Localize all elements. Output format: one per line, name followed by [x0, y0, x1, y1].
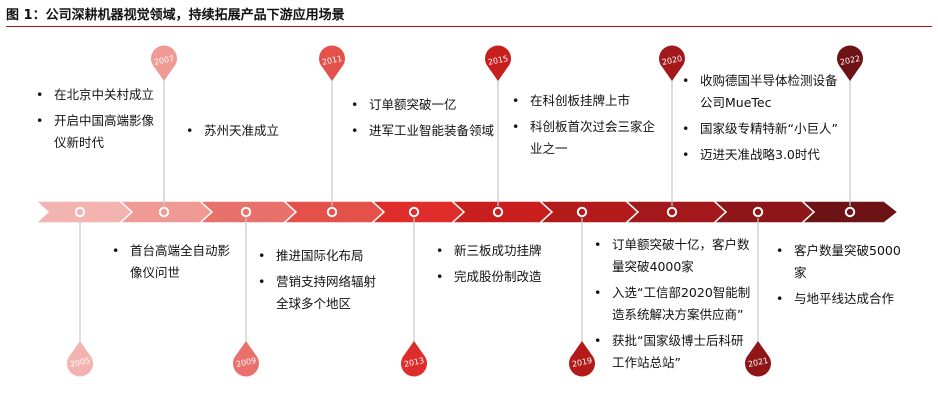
- note-2021: 客户数量突破5000家 与地平线达成合作: [776, 240, 906, 314]
- note-2022: 收购德国半导体检测设备公司MueTec 国家级专精特新“小巨人” 迈进天准战略3…: [682, 70, 842, 170]
- year-label-2007: 2007: [153, 54, 175, 67]
- timeline-dot-2021: [752, 206, 764, 218]
- timeline-dot-2013: [408, 206, 420, 218]
- note-2005-item-1: 首台高端全自动影像仪问世: [112, 240, 232, 284]
- timeline-arrow-segment: [538, 200, 640, 224]
- year-label-2013: 2013: [403, 356, 425, 369]
- note-2011: 苏州天准成立: [186, 120, 326, 146]
- note-2022-item-2: 国家级专精特新“小巨人”: [682, 118, 842, 140]
- note-2019-item-1: 订单额突破十亿，客户数量突破4000家: [594, 234, 754, 278]
- year-pin-2022: [837, 45, 864, 81]
- note-2013-item-2: 完成股份制改造: [436, 266, 566, 288]
- note-2011-item-1: 苏州天准成立: [186, 120, 326, 142]
- timeline-dot-2009: [240, 206, 252, 218]
- note-2015-item-1: 订单额突破一亿: [351, 94, 501, 116]
- note-2019-item-2: 入选“工信部2020智能制造系统解决方案供应商”: [594, 282, 754, 326]
- year-label-2011: 2011: [321, 54, 343, 67]
- year-label-2020: 2020: [661, 54, 683, 67]
- note-2022-item-1: 收购德国半导体检测设备公司MueTec: [682, 70, 842, 114]
- year-pin-2009: [233, 341, 260, 377]
- note-2015: 订单额突破一亿 进军工业智能装备领域: [351, 94, 501, 146]
- timeline-dot-2020: [666, 206, 678, 218]
- timeline-arrow-segment: [282, 200, 386, 224]
- timeline-dot-2019: [576, 206, 588, 218]
- note-2020-item-2: 科创板首次过会三家企业之一: [512, 116, 662, 160]
- timeline-dot-2007: [158, 206, 170, 218]
- note-2007-item-1: 在北京中关村成立: [36, 84, 154, 106]
- note-2019-item-3: 获批“国家级博士后科研工作站总站”: [594, 330, 754, 374]
- note-2009-item-1: 推进国际化布局: [258, 245, 378, 267]
- note-2022-item-3: 迈进天准战略3.0时代: [682, 144, 842, 166]
- year-label-2015: 2015: [487, 54, 509, 67]
- note-2009: 推进国际化布局 营销支持网络辐射全球多个地区: [258, 245, 378, 319]
- timeline-arrow-segment: [712, 200, 816, 224]
- timeline-arrow-segment: [118, 200, 214, 224]
- year-label-2009: 2009: [235, 356, 257, 369]
- note-2021-item-2: 与地平线达成合作: [776, 288, 906, 310]
- note-2019: 订单额突破十亿，客户数量突破4000家 入选“工信部2020智能制造系统解决方案…: [594, 234, 754, 378]
- note-2021-item-1: 客户数量突破5000家: [776, 240, 906, 284]
- note-2015-item-2: 进军工业智能装备领域: [351, 120, 501, 142]
- note-2020-item-1: 在科创板挂牌上市: [512, 90, 662, 112]
- note-2020: 在科创板挂牌上市 科创板首次过会三家企业之一: [512, 90, 662, 164]
- year-pin-2019: [569, 341, 595, 377]
- note-2013: 新三板成功挂牌 完成股份制改造: [436, 240, 566, 292]
- year-pin-2015: [485, 45, 512, 81]
- note-2009-item-2: 营销支持网络辐射全球多个地区: [258, 271, 378, 315]
- year-pin-2011: [318, 45, 345, 81]
- timeline-dot-2022: [844, 206, 856, 218]
- year-pin-2005: [67, 341, 93, 377]
- figure-title: 图 1：公司深耕机器视觉领域，持续拓展产品下游应用场景: [6, 8, 345, 23]
- timeline-arrow-segment: [800, 200, 900, 224]
- timeline-arrow-segment: [198, 200, 298, 224]
- note-2007: 在北京中关村成立 开启中国高端影像仪新时代: [36, 84, 154, 158]
- year-pin-2013: [401, 341, 427, 377]
- year-pin-2020: [659, 45, 686, 81]
- year-label-2005: 2005: [69, 356, 91, 369]
- note-2007-item-2: 开启中国高端影像仪新时代: [36, 110, 154, 154]
- year-pin-2007: [151, 45, 177, 81]
- note-2005: 首台高端全自动影像仪问世: [112, 240, 232, 288]
- year-label-2022: 2022: [839, 54, 861, 67]
- note-2013-item-1: 新三板成功挂牌: [436, 240, 566, 262]
- timeline-dot-2011: [326, 206, 338, 218]
- year-label-2019: 2019: [571, 356, 593, 369]
- timeline-dot-2015: [492, 206, 504, 218]
- title-underline: [6, 26, 932, 27]
- timeline-dot-2005: [74, 206, 86, 218]
